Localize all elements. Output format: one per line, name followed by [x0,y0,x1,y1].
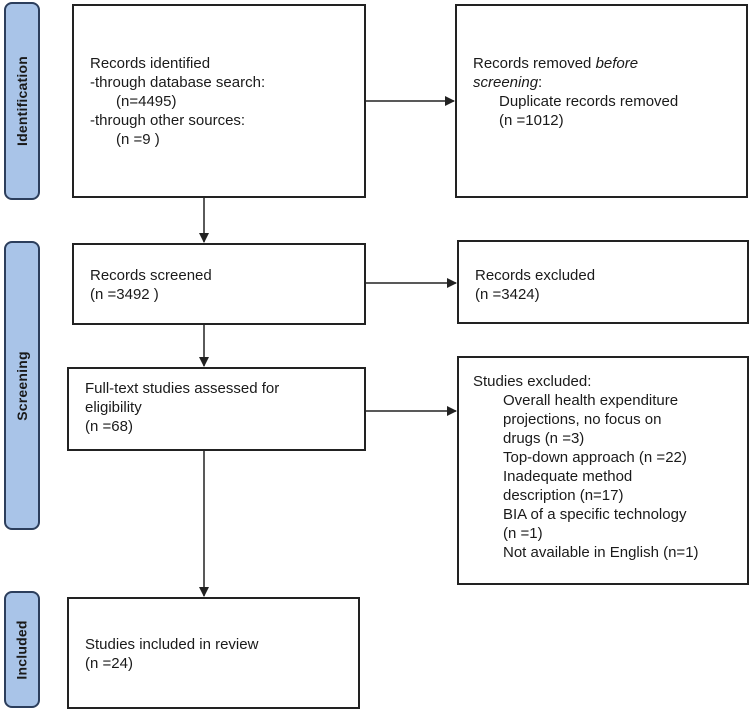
duplicates-removed-label: Duplicate records removed [499,93,679,110]
fulltext-assessed-line1: Full-text studies assessed for [85,380,280,397]
studies-excluded-box: Studies excluded: Overall health expendi… [457,356,749,585]
exclusion-reason: projections, no focus on [503,411,662,428]
fulltext-assessed-line2: eligibility [85,399,142,416]
records-screened-count: (n =3492 ) [90,286,159,303]
records-removed-box: Records removed before screening: Duplic… [455,4,748,198]
records-screened-title: Records screened [90,267,212,284]
studies-included-title: Studies included in review [85,636,259,653]
records-identified-box: Records identified -through database sea… [72,4,366,198]
exclusion-reason: description (n=17) [503,487,624,504]
studies-excluded-title: Studies excluded: [473,373,592,390]
exclusion-reason: BIA of a specific technology [503,506,687,523]
records-removed-title-cont: screening: [473,74,543,91]
records-excluded-box: Records excluded (n =3424) [457,240,749,324]
database-search-count: (n=4495) [116,93,177,110]
records-identified-title: Records identified [90,55,211,72]
records-excluded-title: Records excluded [475,267,596,284]
exclusion-reason: Not available in English (n=1) [503,544,699,561]
records-removed-title: Records removed before [473,55,639,72]
database-search-label: -through database search: [90,74,266,91]
exclusion-reason: (n =1) [503,525,543,542]
other-sources-count: (n =9 ) [116,131,160,148]
fulltext-assessed-box: Full-text studies assessed for eligibili… [67,367,366,451]
records-excluded-count: (n =3424) [475,286,540,303]
fulltext-assessed-count: (n =68) [85,418,133,435]
exclusion-reason: drugs (n =3) [503,430,585,447]
exclusion-reason: Top-down approach (n =22) [503,449,687,466]
duplicates-removed-count: (n =1012) [499,112,564,129]
studies-included-box: Studies included in review (n =24) [67,597,360,709]
exclusion-reason: Inadequate method [503,468,633,485]
records-screened-box: Records screened (n =3492 ) [72,243,366,325]
phase-included: Included [4,591,40,708]
exclusion-reason: Overall health expenditure [503,392,679,409]
studies-included-count: (n =24) [85,655,133,672]
other-sources-label: -through other sources: [90,112,246,129]
phase-screening: Screening [4,241,40,530]
phase-identification: Identification [4,2,40,200]
